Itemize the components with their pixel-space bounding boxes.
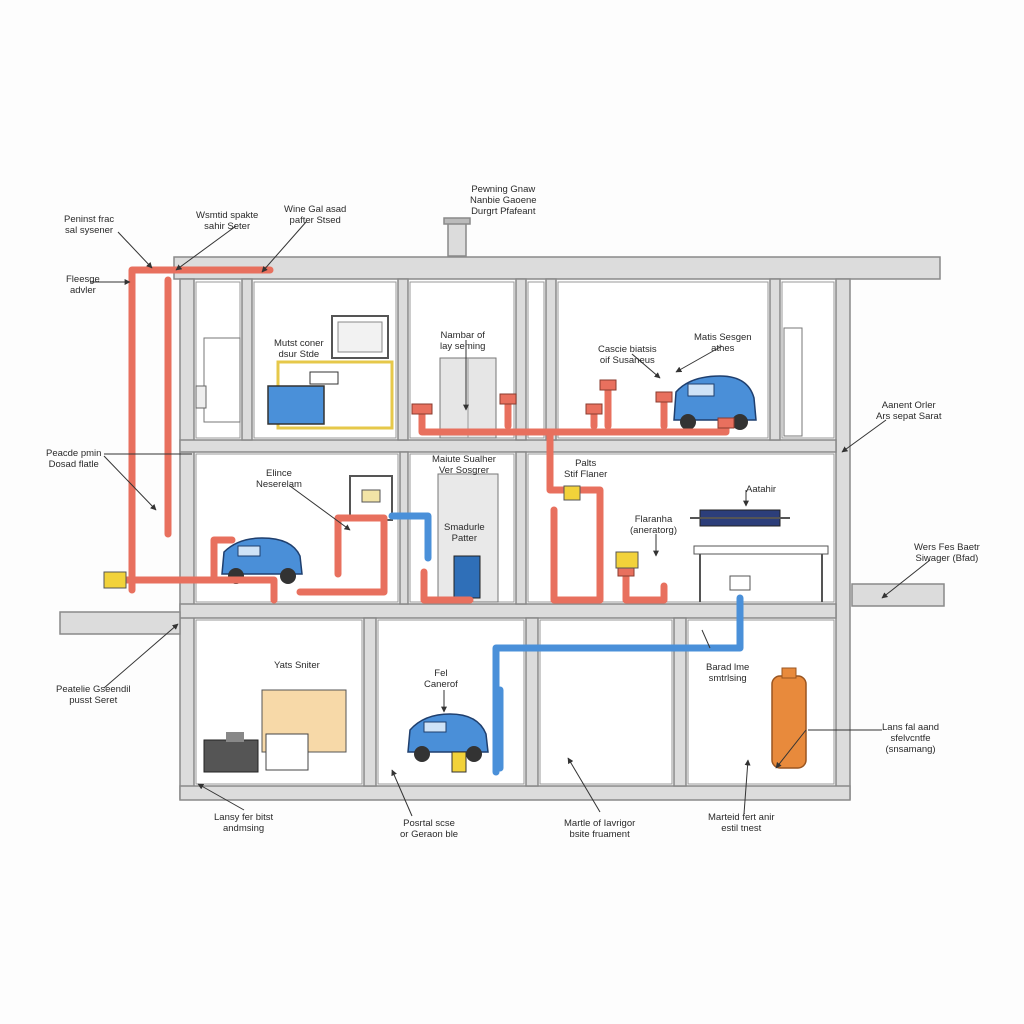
door [203,337,241,423]
floor-slab-2 [179,603,837,619]
right-wall [835,278,851,800]
boiler [203,689,347,773]
roof-slab [173,256,941,280]
cold-water-pipes [388,512,744,776]
floor-slab-3 [179,785,851,801]
right-balcony [851,583,945,607]
blue-pump [453,555,481,599]
label-bottom-room1: Yats Sniter [274,660,320,671]
hot-water-pipes [120,266,730,604]
vehicle-top-right [673,375,757,430]
left-wall [179,278,195,800]
chimney [447,221,467,257]
floor-slab-1 [179,439,837,453]
building-structure [59,217,945,801]
label-mid-right-c: Aatahir [746,484,777,495]
work-table [690,509,829,602]
control-station [267,315,394,430]
label-mid-right-b: Flaranha(aneratorg) [630,514,677,536]
leader-lines [90,221,931,817]
orange-tank [771,675,807,769]
vehicle-bottom [407,713,489,773]
left-balcony [59,611,181,635]
